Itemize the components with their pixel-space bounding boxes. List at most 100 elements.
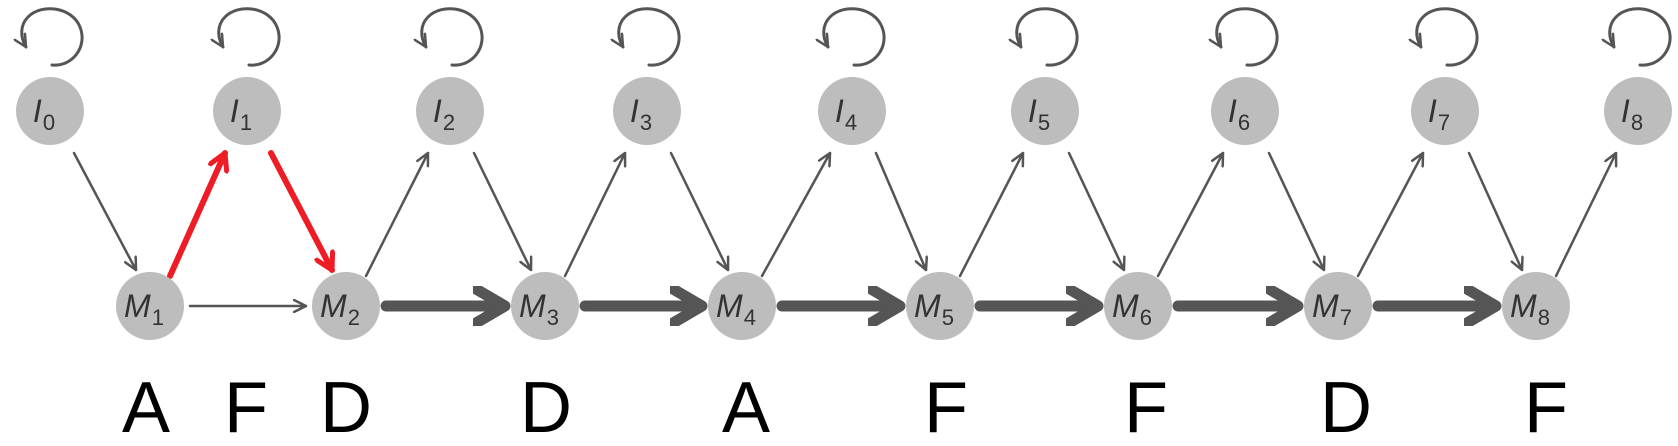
match-state-m7-label-base: M xyxy=(1312,288,1339,324)
match-state-m3-label-subscript: 3 xyxy=(547,305,559,330)
insert-state-i5[interactable]: I5 xyxy=(1011,77,1079,145)
insert-state-i5-label-base: I xyxy=(1028,93,1037,129)
insert-state-i4[interactable]: I4 xyxy=(818,77,886,145)
insert-state-i0-label-base: I xyxy=(33,93,42,129)
insert-state-i8-label: I8 xyxy=(1621,93,1643,135)
insert-state-i6-label-subscript: 6 xyxy=(1238,110,1250,135)
self-loop-i4 xyxy=(824,7,886,67)
match-state-m7[interactable]: M7 xyxy=(1304,272,1372,340)
edge-i4-to-m5 xyxy=(874,151,926,272)
insert-state-i5-label: I5 xyxy=(1028,93,1050,135)
match-state-m6-label-subscript: 6 xyxy=(1140,305,1152,330)
insert-state-i4-label-base: I xyxy=(835,93,844,129)
match-state-m3[interactable]: M3 xyxy=(511,272,579,340)
match-state-m1-circle xyxy=(116,272,184,340)
insert-state-i1-label-subscript: 1 xyxy=(240,110,252,135)
insert-state-i8-label-subscript: 8 xyxy=(1631,110,1643,135)
edge-m7-to-i7 xyxy=(1356,151,1425,278)
match-state-m4-label-subscript: 4 xyxy=(744,305,756,330)
match-state-m5-label-subscript: 5 xyxy=(942,305,954,330)
edge-m8-to-i8 xyxy=(1554,151,1616,278)
edge-i2-to-m3 xyxy=(472,151,531,272)
match-state-m6-circle xyxy=(1104,272,1172,340)
edge-m1-to-i1-highlight xyxy=(167,150,225,279)
match-state-m3-label-base: M xyxy=(519,288,546,324)
insert-state-i6[interactable]: I6 xyxy=(1211,77,1279,145)
match-state-m4[interactable]: M4 xyxy=(708,272,776,340)
sequence-letter-2-highlighted: F xyxy=(224,368,268,446)
match-state-m5[interactable]: M5 xyxy=(906,272,974,340)
insert-state-i7-circle xyxy=(1411,77,1479,145)
match-state-m6[interactable]: M6 xyxy=(1104,272,1172,340)
self-loop-i2 xyxy=(422,7,484,67)
self-loop-i3 xyxy=(619,7,681,67)
match-state-m2-circle xyxy=(312,272,380,340)
match-state-m2[interactable]: M2 xyxy=(312,272,380,340)
match-state-m7-label-subscript: 7 xyxy=(1340,305,1352,330)
insert-state-i0-circle xyxy=(16,77,84,145)
edge-m6-to-i6 xyxy=(1156,151,1225,278)
match-state-m7-circle xyxy=(1304,272,1372,340)
sequence-letter-1: A xyxy=(122,368,170,446)
insert-state-i1-label: I1 xyxy=(230,93,252,135)
sequence-letter-3: D xyxy=(320,368,372,446)
insert-state-i1[interactable]: I1 xyxy=(213,77,281,145)
match-state-m2-label-subscript: 2 xyxy=(348,305,360,330)
edge-i3-to-m4 xyxy=(669,151,728,272)
insert-state-i4-label-subscript: 4 xyxy=(845,110,857,135)
edge-i0-to-m1 xyxy=(72,151,138,272)
match-state-m1-label-subscript: 1 xyxy=(152,305,164,330)
insert-state-i6-label: I6 xyxy=(1228,93,1250,135)
insert-state-i3-label-subscript: 3 xyxy=(640,110,652,135)
insert-state-i2-label: I2 xyxy=(433,93,455,135)
self-loop-i6 xyxy=(1217,7,1279,67)
insert-state-i0[interactable]: I0 xyxy=(16,77,84,145)
self-loop-i5 xyxy=(1017,7,1079,67)
match-state-m1-label-base: M xyxy=(124,288,151,324)
match-state-m6-label: M6 xyxy=(1112,288,1152,330)
edge-m5-to-i5 xyxy=(958,151,1025,278)
match-state-m4-label: M4 xyxy=(716,288,756,330)
insert-state-i2-label-base: I xyxy=(433,93,442,129)
insert-state-i3-circle xyxy=(613,77,681,145)
self-loop-i1 xyxy=(219,7,281,67)
insert-state-i6-circle xyxy=(1211,77,1279,145)
match-state-m3-label: M3 xyxy=(519,288,559,330)
insert-state-i4-label: I4 xyxy=(835,93,857,135)
edge-m3-to-i3 xyxy=(563,151,625,278)
match-state-m4-circle xyxy=(708,272,776,340)
insert-state-i7-label: I7 xyxy=(1428,93,1450,135)
self-loop-i7 xyxy=(1417,7,1479,67)
match-state-m3-circle xyxy=(511,272,579,340)
insert-state-i8-circle xyxy=(1604,77,1672,145)
insert-state-i0-label-subscript: 0 xyxy=(43,110,55,135)
insert-state-i7[interactable]: I7 xyxy=(1411,77,1479,145)
match-state-m8[interactable]: M8 xyxy=(1502,272,1570,340)
match-state-m5-circle xyxy=(906,272,974,340)
insert-state-i3[interactable]: I3 xyxy=(613,77,681,145)
edge-i5-to-m6 xyxy=(1067,151,1124,272)
insert-state-i6-label-base: I xyxy=(1228,93,1237,129)
self-loop-i8 xyxy=(1610,7,1672,67)
match-state-m1[interactable]: M1 xyxy=(116,272,184,340)
sequence-letter-8: D xyxy=(1320,368,1372,446)
insert-state-i8[interactable]: I8 xyxy=(1604,77,1672,145)
edge-m4-to-i4 xyxy=(760,151,832,278)
insert-state-i2[interactable]: I2 xyxy=(416,77,484,145)
match-state-m5-label-base: M xyxy=(914,288,941,324)
sequence-letter-9: F xyxy=(1524,368,1568,446)
insert-state-i7-label-subscript: 7 xyxy=(1438,110,1450,135)
edge-i6-to-m7 xyxy=(1267,151,1324,272)
self-loop-i0 xyxy=(22,7,84,67)
insert-state-i4-circle xyxy=(818,77,886,145)
match-state-m4-label-base: M xyxy=(716,288,743,324)
match-state-m2-label: M2 xyxy=(320,288,360,330)
match-state-m5-label: M5 xyxy=(914,288,954,330)
insert-state-i2-label-subscript: 2 xyxy=(443,110,455,135)
match-state-m1-label: M1 xyxy=(124,288,164,330)
insert-state-i3-label: I3 xyxy=(630,93,652,135)
sequence-letter-6: F xyxy=(924,368,968,446)
